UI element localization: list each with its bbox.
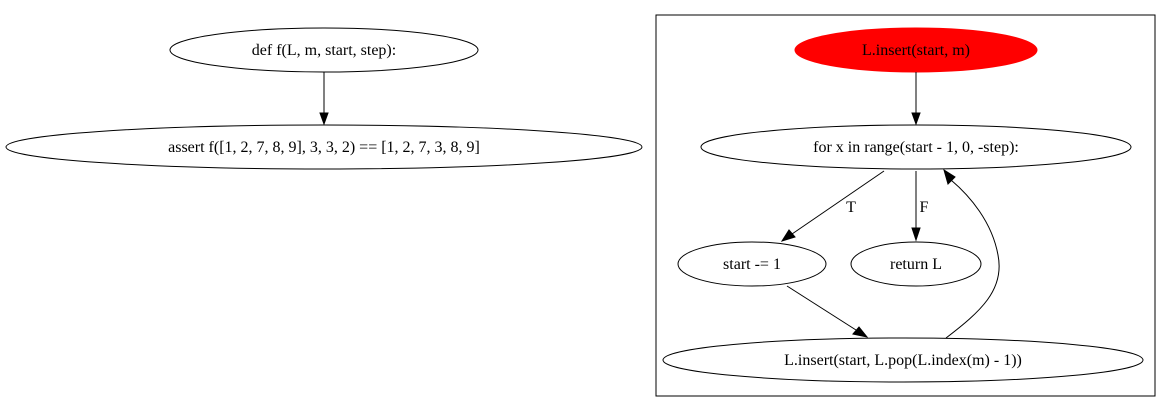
edge-insert-to-for (911, 72, 921, 126)
edge-start-decrement-to-insert-pop (786, 285, 869, 338)
node-assert-call: assert f([1, 2, 7, 8, 9], 3, 3, 2) == [1… (5, 124, 643, 170)
edge-true-label: T (846, 199, 856, 216)
node-for-loop: for x in range(start - 1, 0, -step): (700, 124, 1132, 170)
edge-false-label: F (920, 199, 929, 216)
node-return-l-label: return L (890, 256, 942, 273)
node-for-loop-label: for x in range(start - 1, 0, -step): (813, 139, 1019, 156)
node-assert-call-label: assert f([1, 2, 7, 8, 9], 3, 3, 2) == [1… (168, 139, 480, 156)
edge-def-to-assert (319, 72, 329, 126)
node-insert-pop: L.insert(start, L.pop(L.index(m) - 1)) (662, 337, 1144, 383)
node-start-decrement-label: start -= 1 (723, 256, 781, 273)
node-def-f: def f(L, m, start, step): (169, 27, 479, 73)
edge-for-to-return: F (911, 171, 929, 242)
node-return-l: return L (850, 241, 982, 287)
node-start-decrement: start -= 1 (677, 241, 827, 287)
node-def-f-label: def f(L, m, start, step): (252, 42, 396, 59)
edge-for-to-start-decrement: T (780, 170, 885, 242)
function-body-cluster (655, 14, 1156, 397)
node-insert-pop-label: L.insert(start, L.pop(L.index(m) - 1)) (784, 352, 1022, 369)
edge-insert-pop-to-for-loop (943, 168, 1000, 339)
node-insert-start-m: L.insert(start, m) (794, 27, 1038, 73)
node-insert-start-m-label: L.insert(start, m) (862, 42, 970, 59)
